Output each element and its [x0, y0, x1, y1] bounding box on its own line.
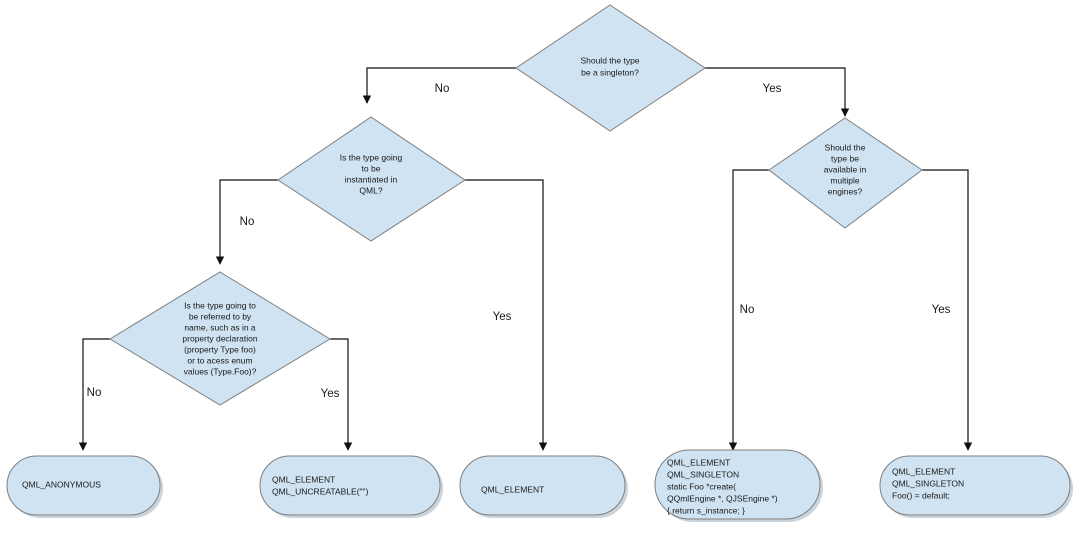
terminal-qml-anonymous[interactable]: QML_ANONYMOUS [6, 455, 163, 518]
edge-engines-yes [922, 169, 973, 451]
edge-label-referred-no: No [87, 387, 102, 399]
edge-instantiated-no [215, 179, 278, 265]
decision-engines-line-4: engines? [828, 186, 863, 196]
edge-label-engines-no: No [740, 304, 755, 316]
terminal-uncreatable-line-1: QML_UNCREATABLE("") [272, 486, 369, 496]
terminal-qml-uncreatable[interactable]: QML_ELEMENT QML_UNCREATABLE("") [259, 455, 443, 518]
edge-label-singleton-no: No [435, 83, 450, 95]
edge-referred-no [78, 338, 110, 451]
terminal-singleton-create-line-4: { return s_instance; } [667, 505, 745, 515]
decision-referred-line-6: values (Type.Foo)? [184, 366, 257, 376]
edge-singleton-no [362, 67, 516, 104]
decision-referred-line-2: name, such as in a [184, 322, 256, 332]
edge-singleton-yes [705, 67, 850, 117]
terminal-singleton-create-line-0: QML_ELEMENT [667, 457, 730, 467]
decision-instantiated-line-0: Is the type going [340, 152, 403, 162]
decision-instantiated[interactable]: Is the type going to be instantiated in … [277, 116, 466, 242]
decision-engines-line-1: type be [831, 153, 859, 163]
edge-label-instantiated-yes: Yes [493, 311, 512, 323]
decision-multiple-engines[interactable]: Should the type be available in multiple… [768, 117, 923, 229]
edge-label-referred-yes: Yes [321, 388, 340, 400]
decision-instantiated-line-3: QML? [359, 185, 382, 195]
terminal-qml-singleton-create[interactable]: QML_ELEMENT QML_SINGLETON static Foo *cr… [654, 449, 823, 522]
decision-instantiated-line-1: to be [362, 163, 381, 173]
decision-referred-line-4: (property Type foo) [184, 344, 256, 354]
terminal-singleton-default-line-2: Foo() = default; [892, 490, 950, 500]
decision-referred-line-0: Is the type going to [184, 300, 256, 310]
decision-singleton[interactable]: Should the type be a singleton? [515, 4, 706, 132]
decision-engines-line-2: available in [824, 164, 867, 174]
edge-label-instantiated-no: No [240, 216, 255, 228]
terminal-uncreatable-line-0: QML_ELEMENT [272, 474, 335, 484]
decision-referred-line-5: or to acess enum [187, 355, 252, 365]
decision-referred-line-3: property declaration [182, 333, 257, 343]
edge-label-engines-yes: Yes [932, 304, 951, 316]
terminal-singleton-create-line-1: QML_SINGLETON [667, 469, 739, 479]
terminal-qml-element[interactable]: QML_ELEMENT [459, 455, 628, 518]
decision-engines-line-0: Should the [825, 142, 866, 152]
edge-instantiated-yes [465, 179, 548, 451]
decision-instantiated-line-2: instantiated in [345, 174, 398, 184]
edge-engines-no [728, 169, 769, 451]
edge-referred-yes [330, 338, 353, 451]
terminal-qml-singleton-default[interactable]: QML_ELEMENT QML_SINGLETON Foo() = defaul… [879, 455, 1073, 518]
terminal-anonymous-line-0: QML_ANONYMOUS [22, 479, 101, 489]
decision-singleton-line-0: Should the type [580, 55, 639, 65]
terminal-singleton-default-line-0: QML_ELEMENT [892, 466, 955, 476]
decision-referred-line-1: be referred to by [189, 311, 252, 321]
terminal-element-line-0: QML_ELEMENT [481, 484, 544, 494]
terminal-singleton-create-line-3: QQmlEngine *, QJSEngine *) [667, 493, 778, 503]
terminal-singleton-create-line-2: static Foo *create( [667, 481, 736, 491]
decision-engines-line-3: multiple [830, 175, 860, 185]
decision-referred-by-name[interactable]: Is the type going to be referred to by n… [109, 271, 331, 406]
edge-label-singleton-yes: Yes [763, 83, 782, 95]
decision-singleton-line-1: be a singleton? [581, 67, 639, 77]
terminal-singleton-default-line-1: QML_SINGLETON [892, 478, 964, 488]
